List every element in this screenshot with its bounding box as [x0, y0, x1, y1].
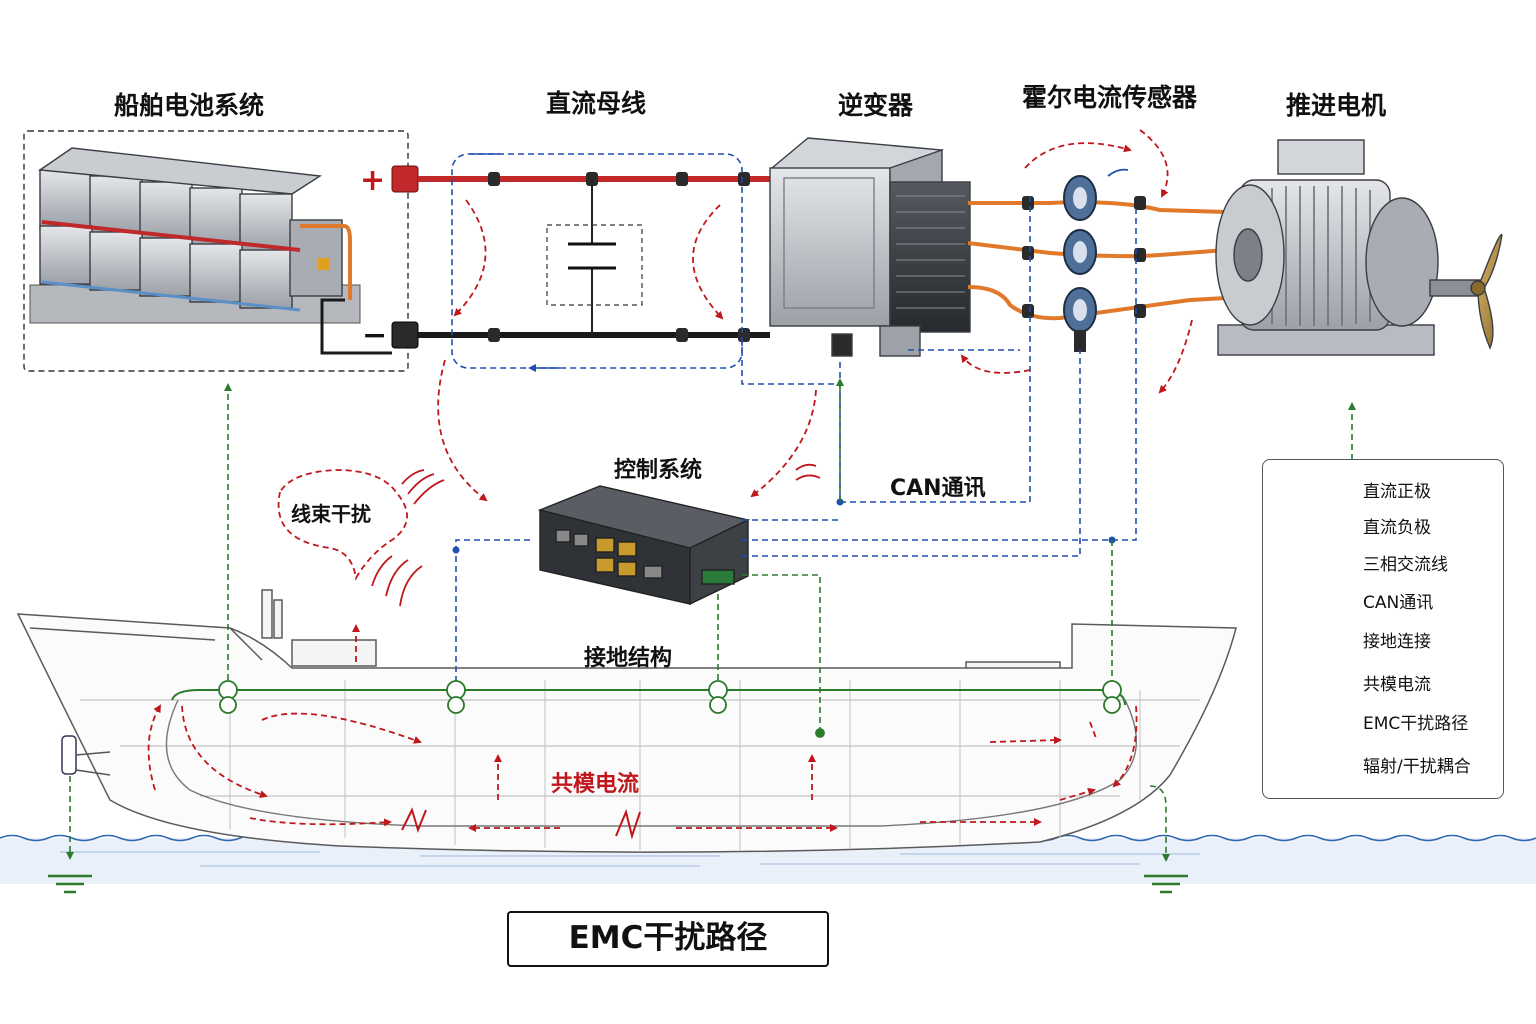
positive-terminal: [391, 165, 419, 193]
battery-system: [23, 130, 409, 372]
emc-paths: [147, 129, 1193, 832]
ground-nodes: [218, 680, 1122, 738]
control-system-label: 控制系统: [614, 458, 703, 483]
earth-symbols: [48, 874, 1188, 894]
legend-item-dc-positive: 直流正极: [1263, 473, 1503, 503]
ground-structure-label: 接地结构: [584, 646, 673, 671]
legend-label: CAN通讯: [1363, 593, 1434, 613]
deck-ground-bus: [171, 689, 1126, 706]
propulsion-motor: [1215, 139, 1503, 356]
negative-sign: −: [362, 318, 388, 353]
inverter: [769, 137, 971, 357]
legend-item-ground: 接地连接: [1263, 623, 1503, 653]
motor-label: 推进电机: [1286, 91, 1387, 120]
legend-label: 直流负极: [1363, 518, 1431, 538]
legend-label: 接地连接: [1363, 632, 1431, 652]
harness-callout: [277, 469, 408, 581]
radiation-arcs: [371, 168, 1129, 607]
ac-three-phase-lines: [967, 200, 1227, 321]
inverter-label: 逆变器: [838, 91, 914, 120]
legend-item-ac-three-phase: 三相交流线: [1263, 546, 1503, 576]
dc-bus-label: 直流母线: [546, 89, 647, 118]
diagram-title: EMC干扰路径: [507, 911, 829, 967]
legend-item-can: CAN通讯: [1263, 584, 1503, 614]
hall-sensors: [1063, 175, 1097, 352]
legend-item-dc-negative: 直流负极: [1263, 509, 1503, 539]
legend-label: 直流正极: [1363, 482, 1431, 502]
dc-bus: [418, 153, 770, 369]
legend-item-common-mode: 共模电流: [1263, 666, 1503, 696]
legend-label: 共模电流: [1363, 675, 1431, 695]
capacitor-frame: [546, 224, 643, 306]
positive-sign: +: [360, 163, 386, 198]
harness-interference-label: 线束干扰: [291, 502, 371, 526]
dc-bus-common-mode-loop: [451, 153, 743, 369]
legend-item-radiation: 辐射/干扰耦合: [1263, 748, 1503, 778]
legend-label: EMC干扰路径: [1363, 714, 1469, 734]
control-system-unit: [537, 485, 751, 606]
legend-label: 辐射/干扰耦合: [1363, 757, 1471, 777]
can-bus-label: CAN通讯: [890, 476, 986, 501]
interference-zigzags: [401, 807, 641, 840]
legend: 直流正极 直流负极 三相交流线 CAN通讯 接地连接 共模电流 EMC干扰路径 …: [1262, 459, 1504, 799]
common-mode-current-label: 共模电流: [551, 772, 640, 797]
battery-system-label: 船舶电池系统: [114, 91, 265, 120]
negative-terminal: [391, 321, 419, 349]
hall-sensor-label: 霍尔电流传感器: [1022, 83, 1198, 112]
legend-label: 三相交流线: [1363, 555, 1448, 575]
legend-item-emc-path: EMC干扰路径: [1263, 705, 1503, 735]
